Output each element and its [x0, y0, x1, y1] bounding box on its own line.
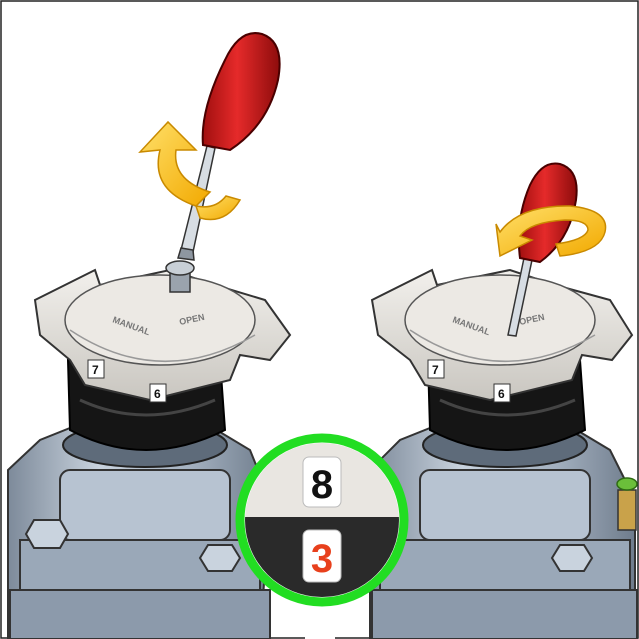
indicator-top-value: 8 [311, 463, 333, 507]
screw-icon [166, 261, 194, 292]
left-dial-label-6: 6 [154, 387, 161, 401]
right-dial-label-7: 7 [432, 363, 439, 377]
left-dial-label-7: 7 [92, 363, 99, 377]
indicator-bottom-value: 3 [311, 537, 333, 581]
right-dial-label-6: 6 [498, 387, 505, 401]
